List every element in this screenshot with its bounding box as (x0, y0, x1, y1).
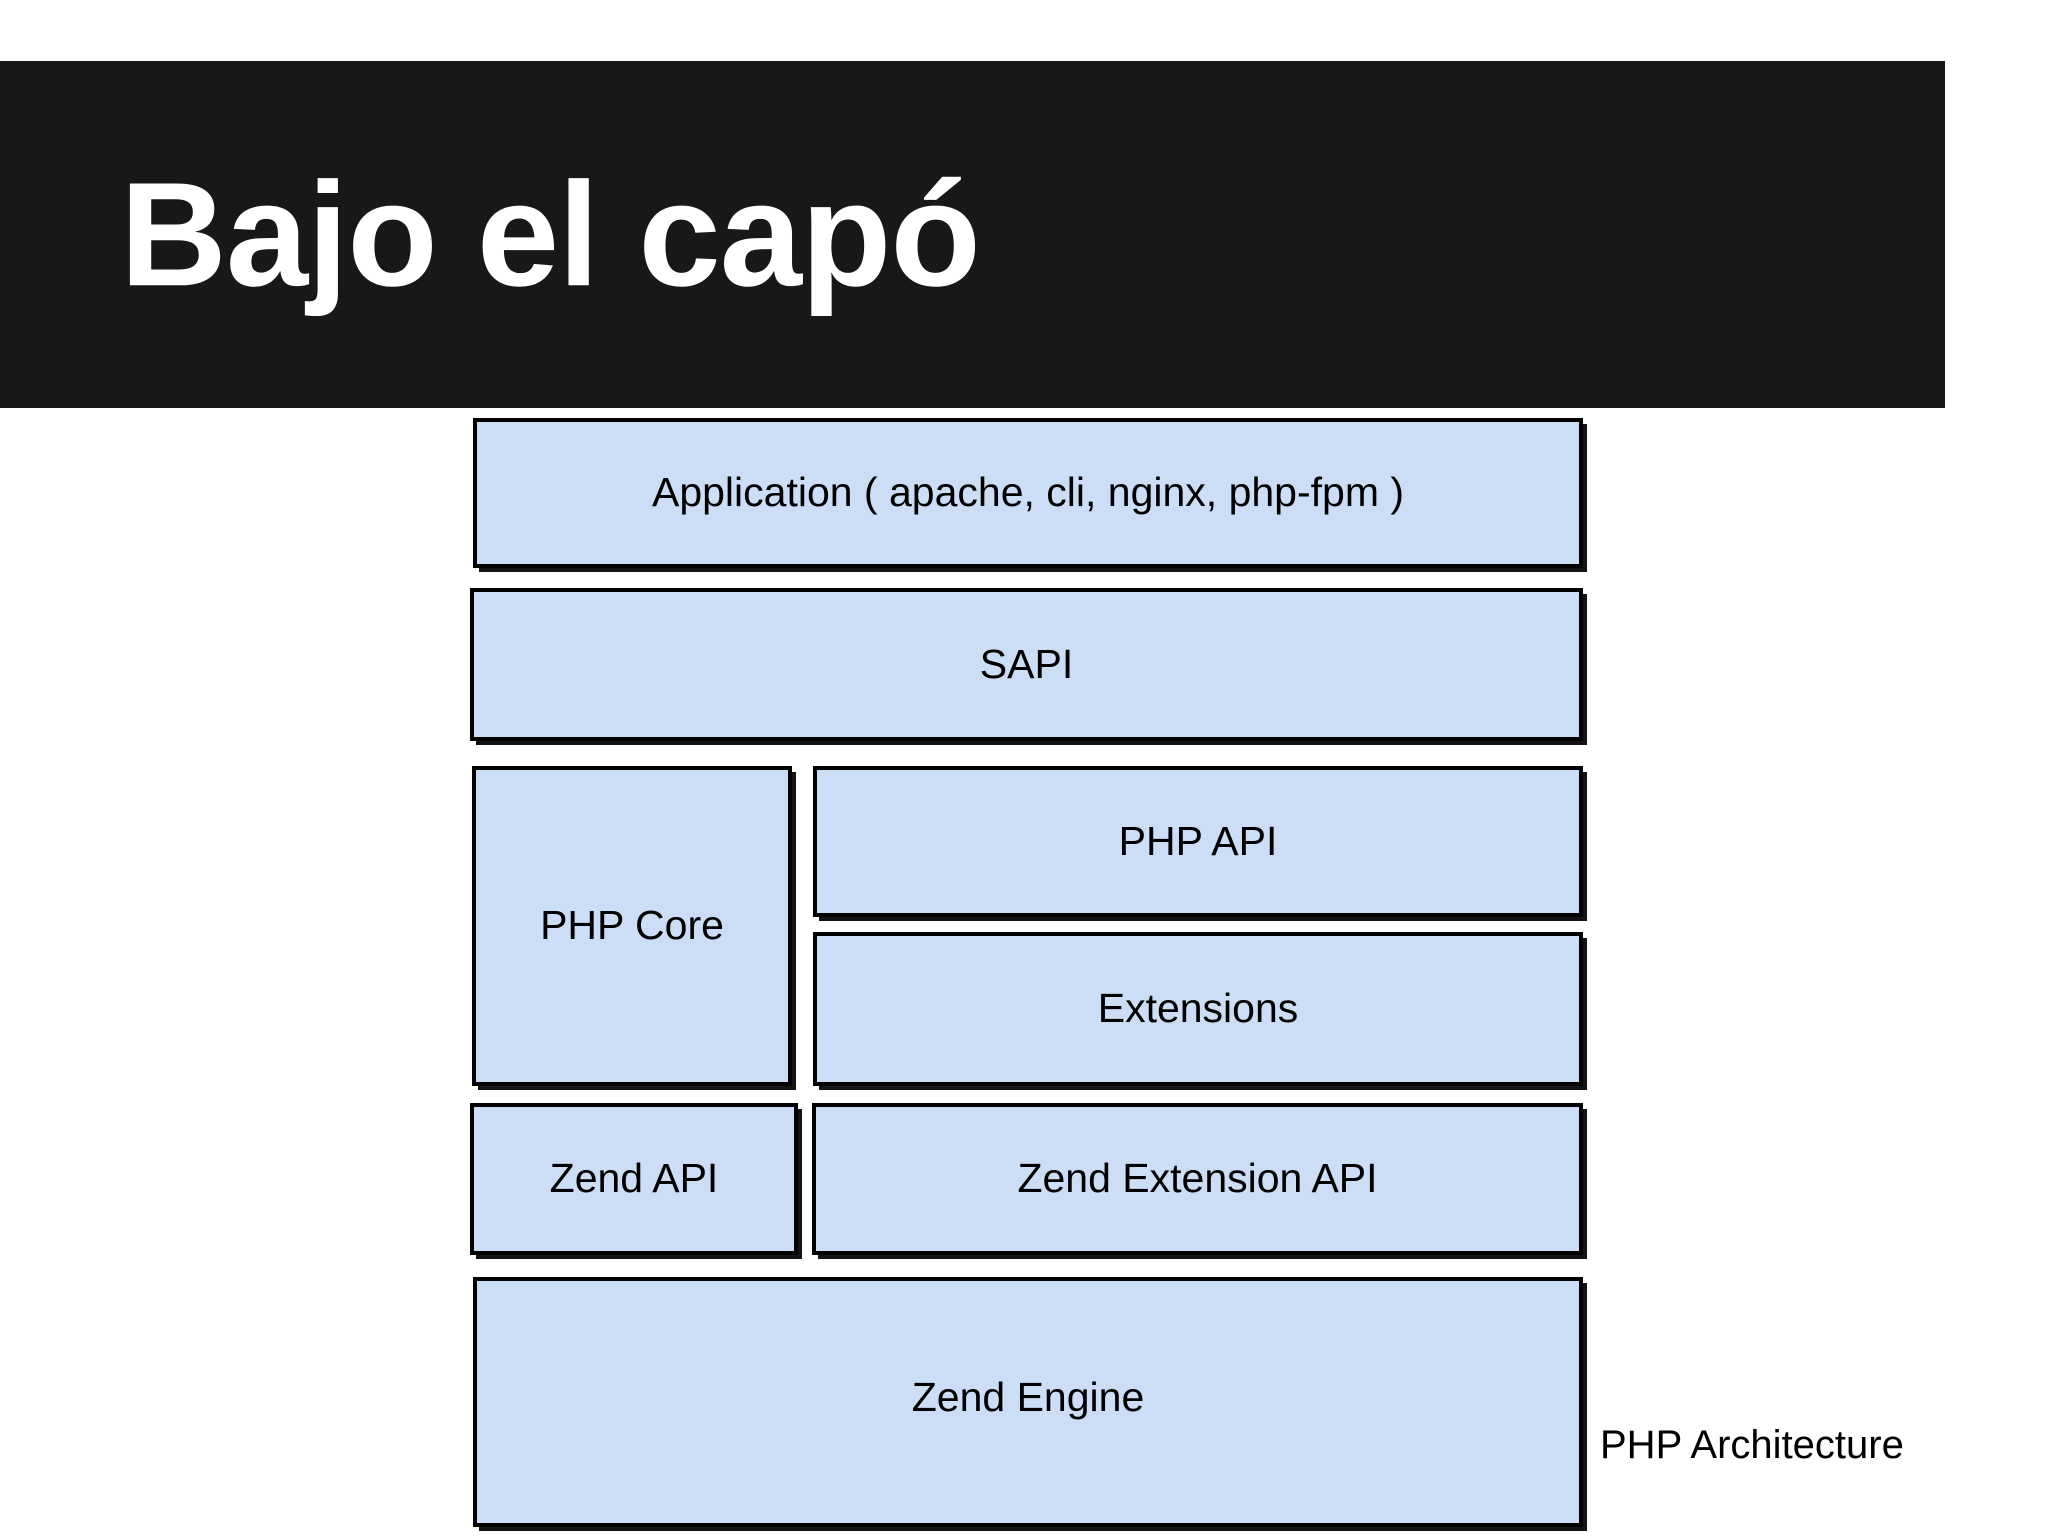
diagram-box-php-api-label: PHP API (1118, 817, 1278, 864)
diagram-box-zend-engine: Zend Engine (473, 1277, 1583, 1527)
title-banner: Bajo el capó (0, 61, 1945, 408)
diagram-box-sapi: SAPI (470, 588, 1583, 741)
diagram-box-zend-engine-label: Zend Engine (911, 1374, 1145, 1421)
diagram-box-zend-api: Zend API (470, 1103, 798, 1255)
diagram-box-extensions: Extensions (813, 932, 1583, 1086)
diagram-box-php-core-label: PHP Core (540, 902, 724, 949)
page-title: Bajo el capó (120, 151, 981, 317)
diagram-box-application-label: Application ( apache, cli, nginx, php-fp… (651, 469, 1405, 516)
diagram-box-php-api: PHP API (813, 766, 1583, 917)
diagram-box-zend-extension-api-label: Zend Extension API (1017, 1155, 1378, 1202)
diagram-box-zend-api-label: Zend API (549, 1155, 719, 1202)
diagram-box-php-core: PHP Core (472, 766, 792, 1086)
diagram-box-extensions-label: Extensions (1097, 985, 1299, 1032)
diagram-caption: PHP Architecture (1600, 1423, 1904, 1467)
diagram-box-sapi-label: SAPI (979, 640, 1074, 687)
diagram-box-application: Application ( apache, cli, nginx, php-fp… (473, 418, 1583, 568)
diagram-box-zend-extension-api: Zend Extension API (812, 1103, 1583, 1255)
